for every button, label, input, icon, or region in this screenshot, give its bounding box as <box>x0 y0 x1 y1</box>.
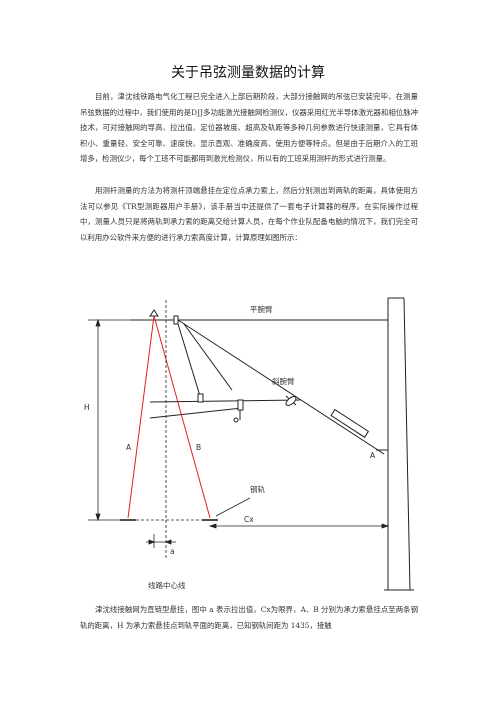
mast <box>384 297 414 591</box>
flat-arm <box>150 315 388 325</box>
rail-leader <box>215 497 251 517</box>
label-insulator-A: A <box>370 451 376 460</box>
catenary-measurement-diagram: 平腕臂 斜腕臂 钢轨 H A B Cx a A 线路中心线 <box>84 297 414 591</box>
paragraph-method: 用测杆测量的方法为将测杆顶端悬挂在定位点承力索上，然后分别测出到两轨的距离，具体… <box>80 186 418 242</box>
label-H: H <box>84 403 90 412</box>
stagger-dimension <box>146 534 176 548</box>
clearance-dimension <box>208 523 390 529</box>
document-title: 关于吊弦测量数据的计算 <box>171 65 325 81</box>
paragraph-explanation: 津沈线接触网为直链型悬挂，图中 a 表示拉出值，Cx为限界，A、B 分别为承力索… <box>80 605 418 630</box>
label-a: a <box>170 547 175 556</box>
registration-assembly <box>149 323 301 423</box>
label-B: B <box>196 443 201 452</box>
measurement-lines <box>127 315 211 519</box>
label-rail: 钢轨 <box>250 484 265 494</box>
label-Cx: Cx <box>244 515 254 524</box>
label-flat-arm: 平腕臂 <box>250 304 273 314</box>
height-dimension <box>88 318 130 522</box>
label-oblique-arm: 斜腕臂 <box>272 376 295 386</box>
label-centerline: 线路中心线 <box>148 580 186 590</box>
label-A: A <box>126 443 132 452</box>
oblique-arm <box>177 319 388 455</box>
paragraph-intro: 目前，津沈线铁路电气化工程已完全进入上部后期阶段，大部分接触网的吊弦已安装完毕，… <box>80 92 418 164</box>
